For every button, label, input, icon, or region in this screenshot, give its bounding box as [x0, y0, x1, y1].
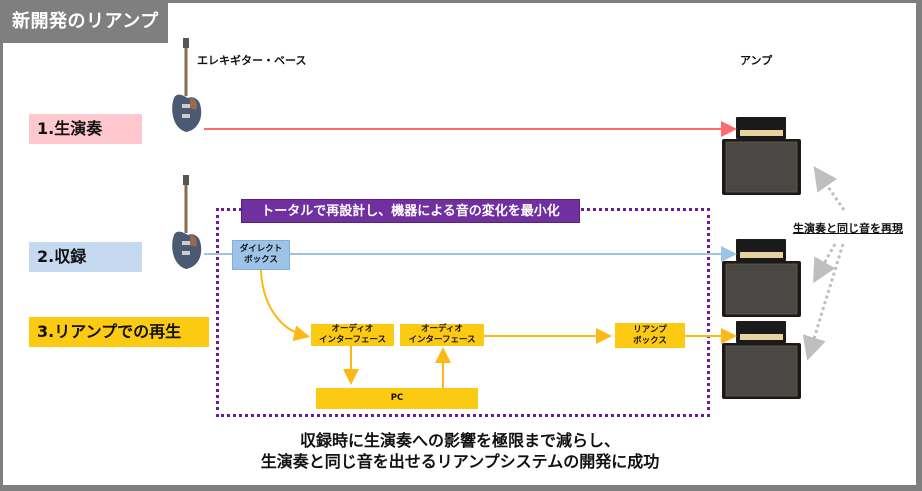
reproduce-arrow-mid	[813, 243, 837, 284]
slide-title: 新開発のリアンプ	[0, 0, 168, 43]
conclusion-text: 収録時に生演奏への影響を極限まで減らし、 生演奏と同じ音を出せるリアンプシステム…	[260, 431, 660, 471]
pc-box: PC	[316, 388, 478, 409]
redesign-banner: トータルで再設計し、機器による音の変化を最小化	[241, 199, 580, 223]
amplifier-icon	[722, 321, 801, 399]
amplifier-icon	[722, 117, 801, 195]
amplifier-icon	[722, 239, 801, 317]
stage-recording: 2.収録	[29, 242, 142, 272]
electric-guitar-icon	[172, 175, 202, 269]
reamp-box: リアンプ ボックス	[615, 323, 685, 348]
electric-guitar-icon	[172, 38, 202, 132]
di-to-interface-arrow	[260, 268, 310, 342]
audio-interface-input: オーディオ インターフェース	[311, 324, 394, 346]
reproduce-arrow-low	[802, 243, 845, 361]
guitar-label: エレキギター・ベース	[197, 54, 307, 67]
audio-interface-output: オーディオ インターフェース	[400, 324, 484, 346]
reproduce-arrow-up	[813, 166, 846, 211]
reproduce-label: 生演奏と同じ音を再現	[793, 222, 903, 235]
stage-reamp-playback: 3.リアンプでの再生	[29, 317, 209, 347]
amp-label: アンプ	[740, 54, 773, 67]
direct-box: ダイレクト ボックス	[232, 240, 290, 270]
stage-live-performance: 1.生演奏	[29, 114, 142, 144]
